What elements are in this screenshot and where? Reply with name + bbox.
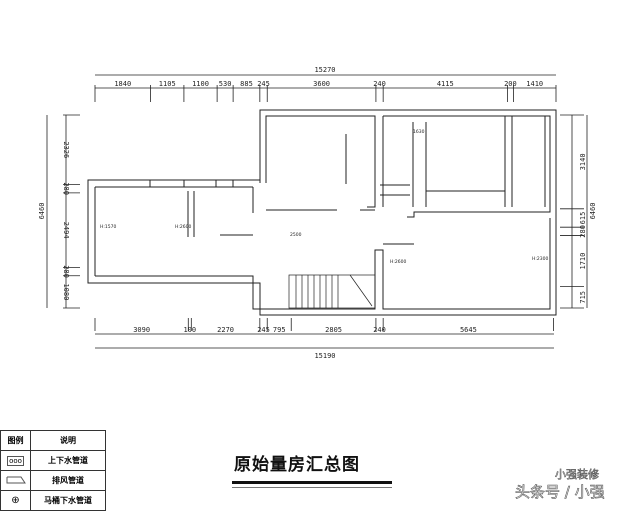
legend-label: 排风管道 [30, 470, 106, 491]
dimension-label: 1080 [62, 283, 70, 300]
dimension-label: 885 [240, 80, 253, 88]
dimension-label: 280 [62, 182, 70, 195]
legend-table: 图例说明 ooo 上下水管道 排风管道 ⊕ 马桶下水管道 [0, 430, 106, 511]
height-note: H:2600 [175, 224, 191, 230]
height-note: H:2300 [532, 256, 548, 262]
title-underline [232, 481, 392, 484]
legend-label: 马桶下水管道 [30, 490, 106, 511]
watermark: 小强装修头条号 / 小强 [515, 468, 605, 501]
exhaust-duct-icon [6, 476, 26, 483]
dimension-label: 280 [579, 225, 587, 238]
overall-dimension: 15270 [314, 66, 335, 74]
height-note: 1630 [413, 129, 425, 135]
overall-dimension: 6460 [589, 203, 597, 220]
dimension-label: 795 [273, 326, 286, 334]
dimension-label: 240 [373, 80, 386, 88]
dimension-label: 615 [579, 212, 587, 225]
dimension-label: 1410 [526, 80, 543, 88]
title-underline-thin [232, 487, 392, 488]
legend-label: 上下水管道 [30, 450, 106, 471]
dimension-label: 3600 [313, 80, 330, 88]
height-note: H:2600 [390, 259, 406, 265]
dimension-label: 530 [219, 80, 232, 88]
legend-header-symbol: 图例 [0, 430, 31, 451]
height-note: H:1570 [100, 224, 116, 230]
height-note: 2500 [290, 232, 302, 238]
dimension-label: 245 [257, 80, 270, 88]
toilet-drain-icon: ⊕ [11, 495, 20, 506]
dimension-label: 2270 [217, 326, 234, 334]
dimension-label: 4115 [437, 80, 454, 88]
dimension-label: 200 [504, 80, 517, 88]
dimension-label: 245 [257, 326, 270, 334]
dimension-label: 280 [62, 265, 70, 278]
overall-dimension: 6460 [38, 203, 46, 220]
staircase [288, 274, 376, 309]
dimension-label: 5645 [460, 326, 477, 334]
dimension-label: 3140 [579, 153, 587, 170]
dimension-label: 1105 [159, 80, 176, 88]
drawing-title: 原始量房汇总图 [234, 455, 360, 475]
dimension-label: 1100 [192, 80, 209, 88]
walls [87, 109, 557, 316]
dimension-label: 240 [373, 326, 386, 334]
water-pipe-icon: ooo [7, 455, 24, 466]
dimension-label: 1710 [579, 253, 587, 270]
dimension-label: 3090 [133, 326, 150, 334]
dimension-label: 100 [183, 326, 196, 334]
dimension-label: 2326 [62, 141, 70, 158]
overall-dimension: 15190 [314, 352, 335, 360]
legend-header-description: 说明 [30, 430, 106, 451]
dimension-label: 715 [579, 291, 587, 304]
dimension-label: 2494 [62, 222, 70, 239]
dimension-label: 1840 [114, 80, 131, 88]
dimension-label: 2805 [325, 326, 342, 334]
